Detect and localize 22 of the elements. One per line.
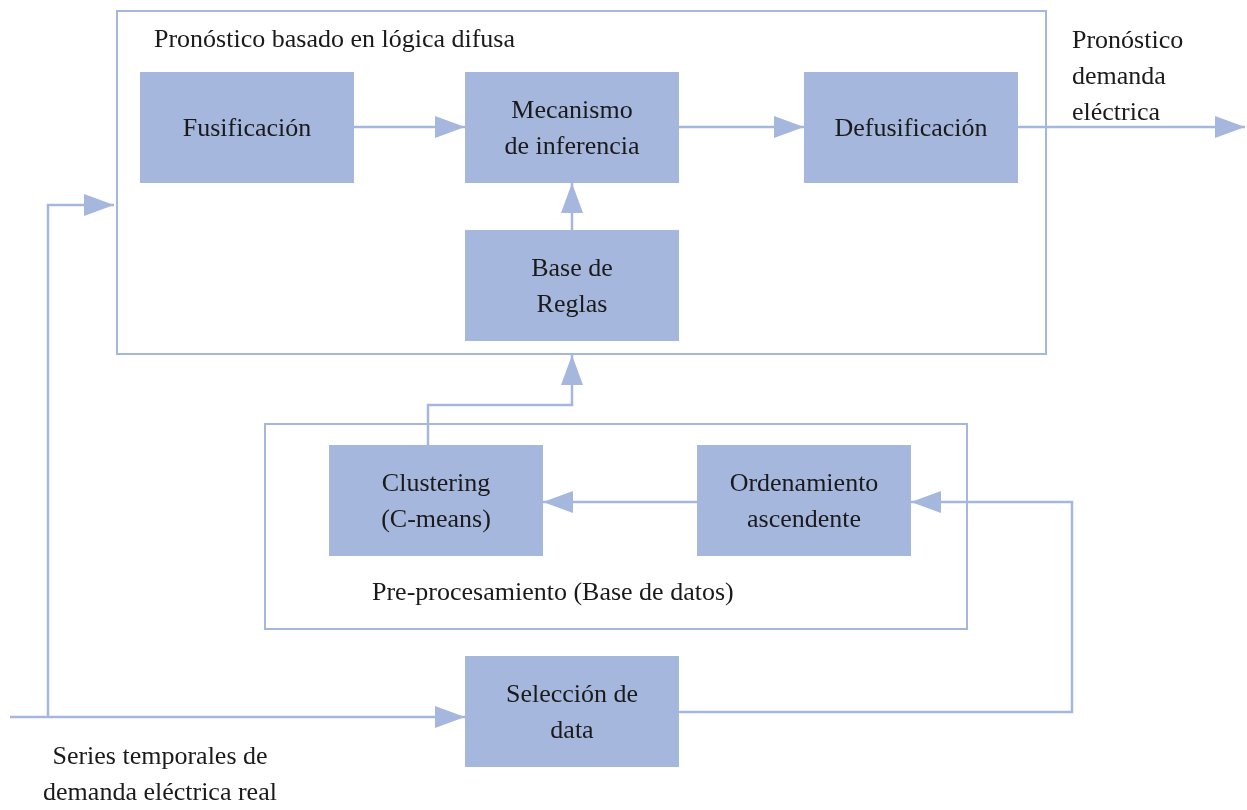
process-box: Selección de data <box>465 656 679 767</box>
arrow <box>46 194 114 717</box>
process-box: Base de Reglas <box>465 230 679 341</box>
arrow <box>679 491 1074 714</box>
group-frame <box>116 10 1047 355</box>
arrow <box>543 491 697 513</box>
process-box: Fusificación <box>140 72 354 183</box>
arrow <box>10 706 465 728</box>
arrow <box>354 116 465 138</box>
process-box: Clustering (C-means) <box>329 445 543 556</box>
arrow <box>426 355 583 445</box>
group-frame <box>264 423 968 630</box>
group-title: Pronóstico basado en lógica difusa <box>154 24 516 54</box>
arrow <box>679 116 804 138</box>
arrow <box>1018 116 1245 138</box>
process-box: Defusificación <box>804 72 1018 183</box>
annotation-text: Pronóstico demanda eléctrica <box>1072 24 1185 128</box>
group-title: Pre-procesamiento (Base de datos) <box>372 577 734 607</box>
process-box: Mecanismo de inferencia <box>465 72 679 183</box>
annotation-text: Series temporales de demanda eléctrica real <box>42 740 278 808</box>
process-box: Ordenamiento ascendente <box>697 445 911 556</box>
arrow <box>561 183 583 230</box>
